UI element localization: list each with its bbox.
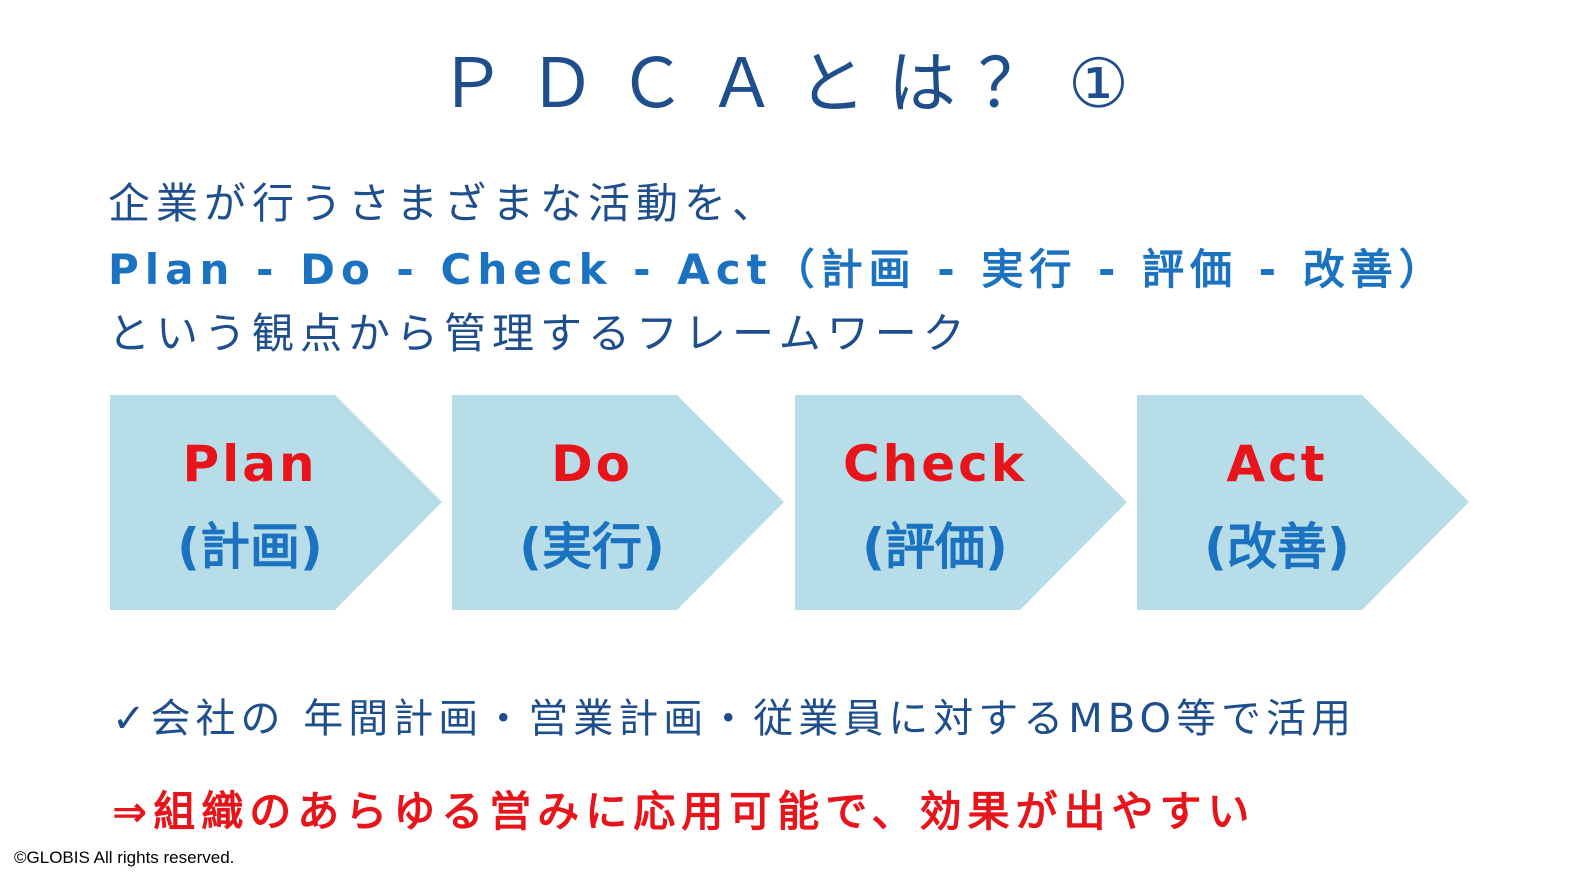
definition-line-2: Plan - Do - Check - Act（計画 - 実行 - 評価 - 改… [108, 245, 1447, 294]
step-arrow-act: Act (改善) [1137, 395, 1469, 610]
step-arrow-do: Do (実行) [452, 395, 784, 610]
step-label-ja: (実行) [519, 518, 665, 576]
definition-line-3: という観点から管理するフレームワーク [108, 309, 971, 358]
step-label-en: Check [842, 435, 1028, 493]
step-arrow-check: Check (評価) [795, 395, 1127, 610]
chevron-arrow-shape [452, 395, 784, 610]
step-label-ja: (計画) [177, 518, 323, 576]
chevron-arrow-shape [1137, 395, 1469, 610]
step-label-ja: (評価) [862, 518, 1008, 576]
step-label-en: Act [1226, 435, 1328, 493]
copyright-notice: ©GLOBIS All rights reserved. [14, 848, 235, 867]
conclusion-text: ⇒組織のあらゆる営みに応用可能で、効果が出やすい [112, 787, 1256, 836]
slide-title: ＰＤＣＡとは？① [438, 45, 1151, 124]
step-label-en: Plan [182, 435, 318, 493]
chevron-arrow-shape [795, 395, 1127, 610]
step-arrow-plan: Plan (計画) [110, 395, 442, 610]
step-label-ja: (改善) [1204, 518, 1350, 576]
step-label-en: Do [551, 435, 633, 493]
usage-text: ✓会社の 年間計画・営業計画・従業員に対するMBO等で活用 [112, 696, 1356, 742]
definition-line-1: 企業が行うさまざまな活動を、 [108, 179, 781, 228]
chevron-arrow-shape [110, 395, 442, 610]
